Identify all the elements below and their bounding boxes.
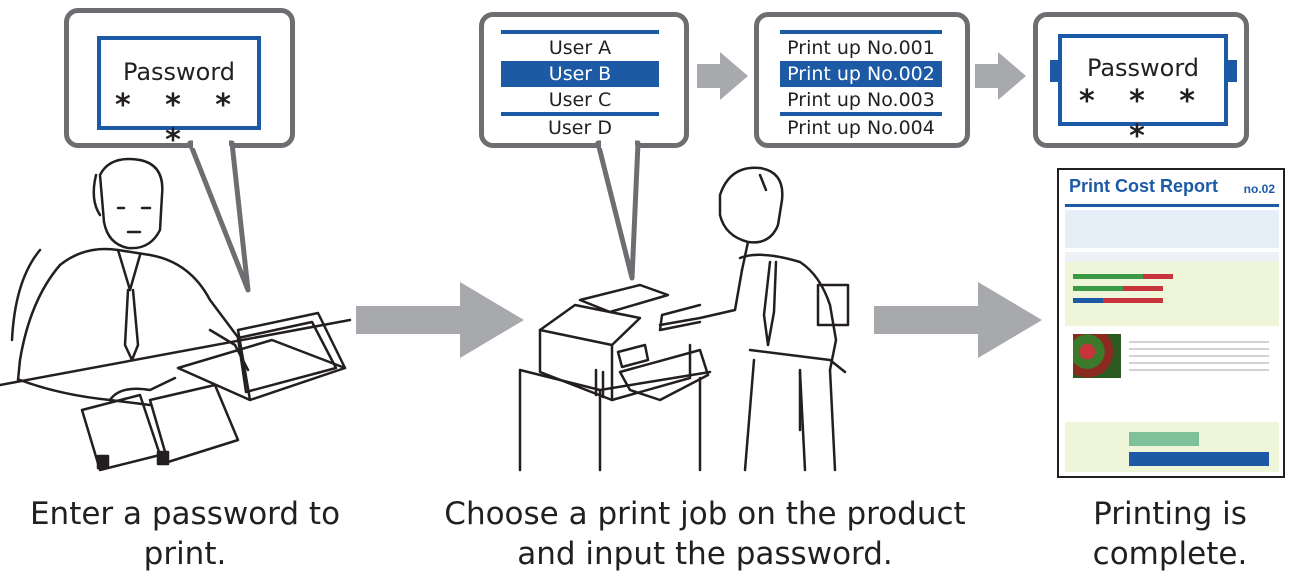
device-password-label: Password bbox=[1086, 54, 1200, 82]
job-list-mid-rule bbox=[780, 112, 942, 116]
report-number: no.02 bbox=[1243, 182, 1275, 196]
device-password-screen: Password * * * * bbox=[1058, 34, 1228, 154]
password-entry-bubble bbox=[64, 8, 295, 148]
report-summary-band bbox=[1065, 210, 1279, 248]
step2-caption-line1: Choose a print job on the product bbox=[444, 496, 966, 532]
password-label: Password bbox=[122, 58, 236, 86]
report-photo bbox=[1073, 334, 1121, 378]
user-row-d[interactable]: User D bbox=[548, 117, 612, 139]
step2-caption-line2: and input the password. bbox=[517, 536, 893, 572]
user-list-top-rule bbox=[501, 30, 659, 34]
password-stars: * * * * bbox=[115, 88, 243, 158]
user-row-a[interactable]: User A bbox=[548, 37, 612, 59]
report-footer-bar-green bbox=[1129, 432, 1199, 446]
report-bar-red-1 bbox=[1143, 274, 1173, 279]
step3-caption-line2: complete. bbox=[1092, 536, 1248, 572]
report-footer-bar-blue bbox=[1129, 452, 1269, 466]
user-list: User A User B User C User D bbox=[501, 30, 659, 139]
report-bar-blue-3 bbox=[1073, 298, 1103, 303]
report-header-rule bbox=[1065, 204, 1279, 207]
step3-caption-line1: Printing is bbox=[1093, 496, 1247, 532]
report-bar-green-2 bbox=[1073, 286, 1123, 291]
job-list-top-rule bbox=[780, 30, 942, 34]
step2-caption: Choose a print job on the product and in… bbox=[440, 494, 970, 574]
report-title: Print Cost Report bbox=[1069, 176, 1219, 196]
user-list-mid-rule bbox=[501, 112, 659, 116]
job-list: Print up No.001 Print up No.002 Print up… bbox=[780, 30, 942, 139]
password-screen: Password * * * * bbox=[97, 36, 261, 158]
report-text-lines bbox=[1129, 336, 1269, 376]
step1-caption: Enter a password to print. bbox=[29, 496, 341, 572]
report-bar-red-3 bbox=[1103, 298, 1163, 303]
device-password-stars: * * * * bbox=[1079, 84, 1207, 154]
user-row-b[interactable]: User B bbox=[501, 61, 659, 87]
step3-caption: Printing is complete. bbox=[1050, 494, 1290, 574]
job-row-004[interactable]: Print up No.004 bbox=[787, 117, 935, 139]
job-row-002[interactable]: Print up No.002 bbox=[780, 61, 942, 87]
report-chart-panel bbox=[1065, 262, 1279, 326]
user-row-c[interactable]: User C bbox=[548, 89, 612, 111]
report-bar-red-2 bbox=[1123, 286, 1163, 291]
report-bar-green-1 bbox=[1073, 274, 1143, 279]
printed-report: Print Cost Report no.02 bbox=[1057, 168, 1285, 478]
job-row-003[interactable]: Print up No.003 bbox=[787, 89, 935, 111]
job-row-001[interactable]: Print up No.001 bbox=[787, 37, 935, 59]
